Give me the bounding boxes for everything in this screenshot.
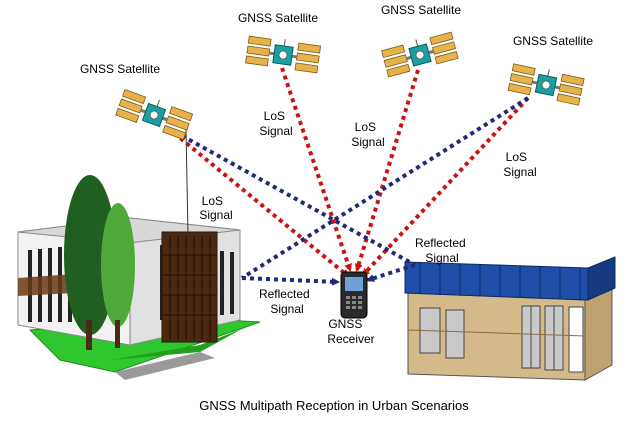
satellite-3 xyxy=(381,30,458,77)
satellite-label-4: GNSS Satellite xyxy=(513,34,593,48)
satellite-1 xyxy=(116,88,194,140)
tree-light xyxy=(101,203,135,327)
satellite-4 xyxy=(508,62,584,105)
los-signal-line-1 xyxy=(166,126,350,278)
los-label-2: LoS Signal xyxy=(259,109,292,138)
los-signal-line-4 xyxy=(361,96,530,277)
los-signal-line-2 xyxy=(280,67,352,272)
diagram-caption: GNSS Multipath Reception in Urban Scenar… xyxy=(199,398,469,413)
satellite-icon xyxy=(508,62,584,105)
satellite-2 xyxy=(246,34,321,73)
reflected-label-left: Reflected Signal xyxy=(259,287,313,316)
tree-dark xyxy=(64,175,116,335)
office-building xyxy=(17,175,261,380)
satellite-icon xyxy=(246,34,321,73)
los-label-3: LoS Signal xyxy=(351,120,384,149)
los-signal-lines xyxy=(166,67,530,278)
reflected-signal-lines xyxy=(167,96,530,286)
satellite-icon xyxy=(116,88,194,140)
los-label-4: LoS Signal xyxy=(503,150,536,179)
los-label-1: LoS Signal xyxy=(199,194,232,222)
los-signal-line-3 xyxy=(354,69,420,272)
satellite-label-1: GNSS Satellite xyxy=(80,62,160,76)
satellite-label-3: GNSS Satellite xyxy=(381,3,461,17)
phone-icon xyxy=(340,271,368,319)
gnss-receiver-device xyxy=(340,271,368,319)
satellite-icon xyxy=(381,30,458,77)
reflected-label-right: Reflected Signal xyxy=(415,236,469,265)
shop-roof xyxy=(404,261,589,301)
satellite-label-2: GNSS Satellite xyxy=(238,11,318,25)
shop-building xyxy=(404,256,616,381)
receiver-label: GNSS Receiver xyxy=(327,317,374,346)
